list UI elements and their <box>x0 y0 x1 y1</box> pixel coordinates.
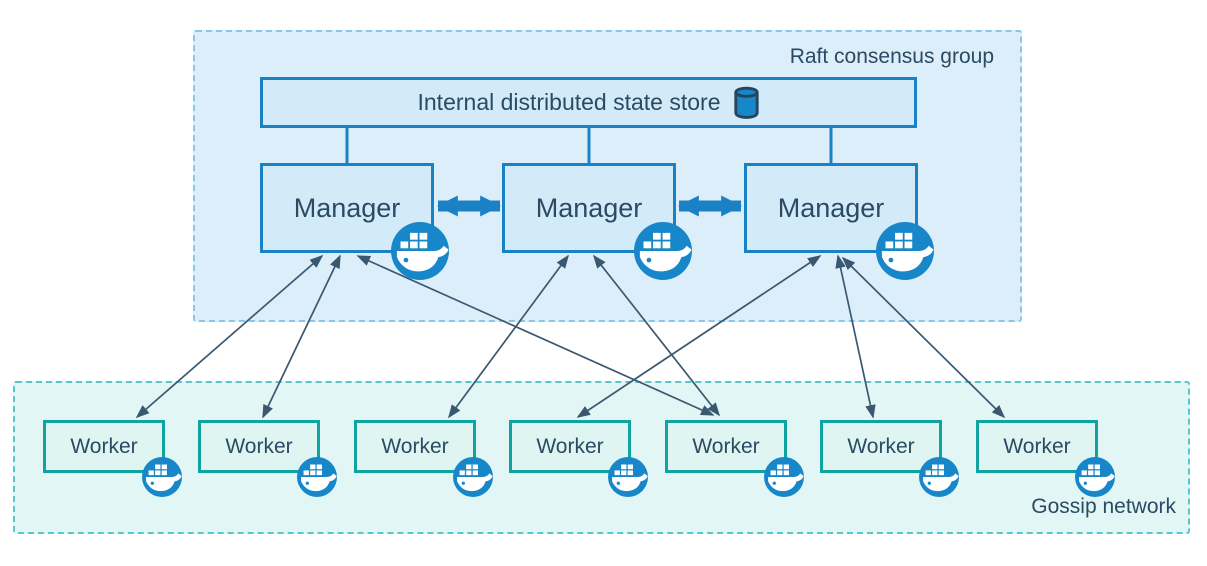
docker-whale-icon <box>608 457 648 497</box>
docker-whale-icon <box>453 457 493 497</box>
state-store-label: Internal distributed state store <box>417 89 721 115</box>
worker-label: Worker <box>381 434 449 458</box>
manager-label: Manager <box>293 192 401 223</box>
manager-node-1: Manager <box>260 163 434 253</box>
docker-whale-icon <box>391 222 449 280</box>
worker-node-2: Worker <box>198 420 320 473</box>
manager-label: Manager <box>535 192 643 223</box>
docker-whale-icon <box>634 222 692 280</box>
worker-label: Worker <box>692 434 760 458</box>
docker-whale-icon <box>919 457 959 497</box>
manager-node-2: Manager <box>502 163 676 253</box>
state-store-box: Internal distributed state store <box>260 77 917 128</box>
worker-node-4: Worker <box>509 420 631 473</box>
docker-whale-icon <box>764 457 804 497</box>
docker-whale-icon <box>142 457 182 497</box>
docker-whale-icon <box>876 222 934 280</box>
worker-node-1: Worker <box>43 420 165 473</box>
database-cylinder-icon <box>733 86 759 119</box>
worker-label: Worker <box>225 434 293 458</box>
worker-node-3: Worker <box>354 420 476 473</box>
gossip-network-label: Gossip network <box>1031 495 1176 518</box>
docker-whale-icon <box>297 457 337 497</box>
worker-label: Worker <box>1003 434 1071 458</box>
worker-label: Worker <box>847 434 915 458</box>
worker-node-7: Worker <box>976 420 1098 473</box>
raft-consensus-group-label: Raft consensus group <box>789 45 994 68</box>
docker-whale-icon <box>1075 457 1115 497</box>
worker-label: Worker <box>70 434 138 458</box>
worker-label: Worker <box>536 434 604 458</box>
manager-label: Manager <box>777 192 885 223</box>
worker-node-5: Worker <box>665 420 787 473</box>
manager-node-3: Manager <box>744 163 918 253</box>
worker-node-6: Worker <box>820 420 942 473</box>
